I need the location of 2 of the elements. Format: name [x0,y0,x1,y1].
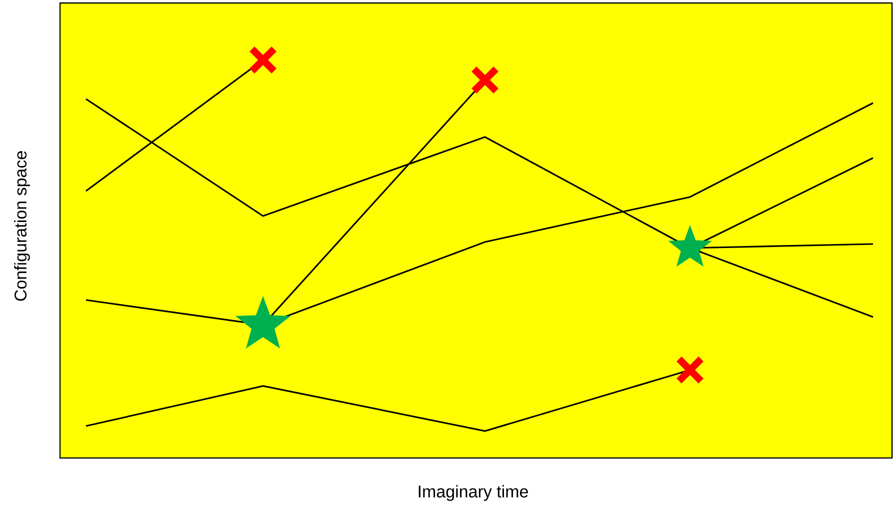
axis-label: Configuration space [14,151,30,301]
axis-label: Imaginary time [418,485,528,501]
